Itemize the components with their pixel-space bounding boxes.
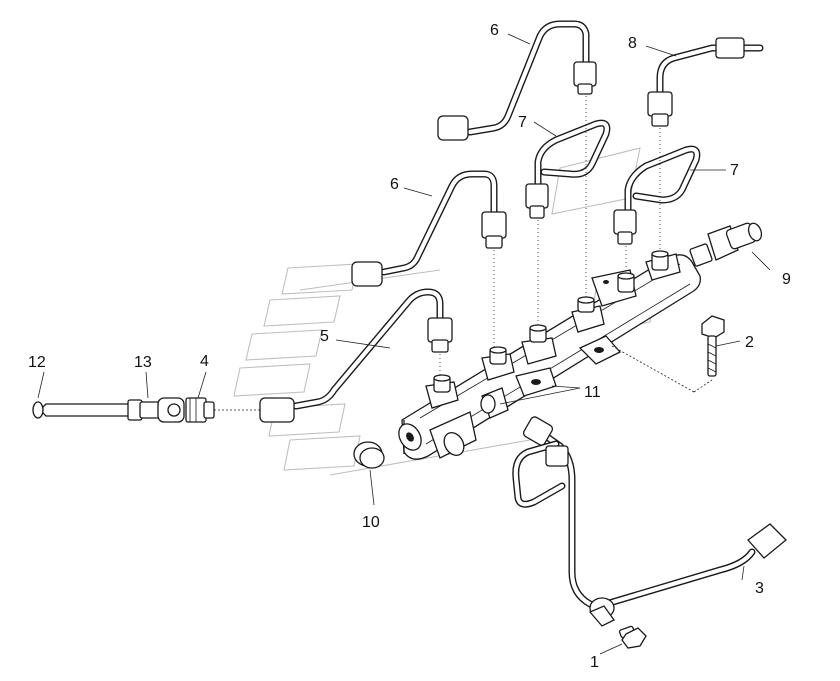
callout-11: 11	[584, 384, 601, 401]
callout-7-upper: 7	[518, 114, 527, 131]
pin-13	[39, 397, 185, 423]
rail-outlet-1	[425, 374, 459, 409]
callout-8: 8	[628, 35, 637, 52]
injector-pipe-5	[259, 288, 453, 423]
callout-1: 1	[590, 654, 599, 671]
pressure-sensor-9	[689, 222, 763, 267]
bolt-2	[701, 315, 725, 377]
callout-12: 12	[28, 354, 46, 371]
rail-outlet-5	[591, 269, 637, 307]
rail-outlet-bosses	[425, 250, 681, 419]
callout-3: 3	[755, 580, 764, 597]
bolt-1	[618, 625, 647, 649]
leader-lines	[37, 33, 771, 655]
callout-6-upper: 6	[490, 22, 499, 39]
o-ring-12	[32, 401, 44, 419]
callout-2: 2	[745, 334, 754, 351]
callout-13: 13	[134, 354, 152, 371]
injector-pipe-6-upper	[437, 20, 597, 141]
injector-pipe-7-lower	[613, 145, 701, 245]
rail-outlet-4	[571, 296, 605, 333]
injector-pipe-7-upper	[525, 119, 611, 219]
rail-lower-fitting	[480, 367, 557, 419]
callout-9: 9	[782, 271, 791, 288]
callout-labels: 1 2 3 4 5 6 6 7 7 8 9 10 11 12 13	[28, 22, 791, 671]
rail-outlet-2	[481, 346, 515, 381]
watermark-logo	[233, 147, 661, 476]
rail-outlet-6	[645, 250, 681, 281]
callout-6-lower: 6	[390, 176, 399, 193]
rail-outlet-3	[521, 324, 557, 365]
callout-10: 10	[362, 514, 380, 531]
rail-mount-bracket	[578, 335, 622, 365]
supply-pipe-3	[512, 416, 787, 627]
callout-7-lower: 7	[730, 162, 739, 179]
injector-pipe-6-lower	[351, 170, 507, 287]
callout-4: 4	[200, 353, 209, 370]
restrictor-4	[185, 397, 215, 423]
plug-10	[353, 441, 385, 469]
injector-pipe-8	[647, 37, 764, 127]
callout-5: 5	[320, 328, 329, 345]
